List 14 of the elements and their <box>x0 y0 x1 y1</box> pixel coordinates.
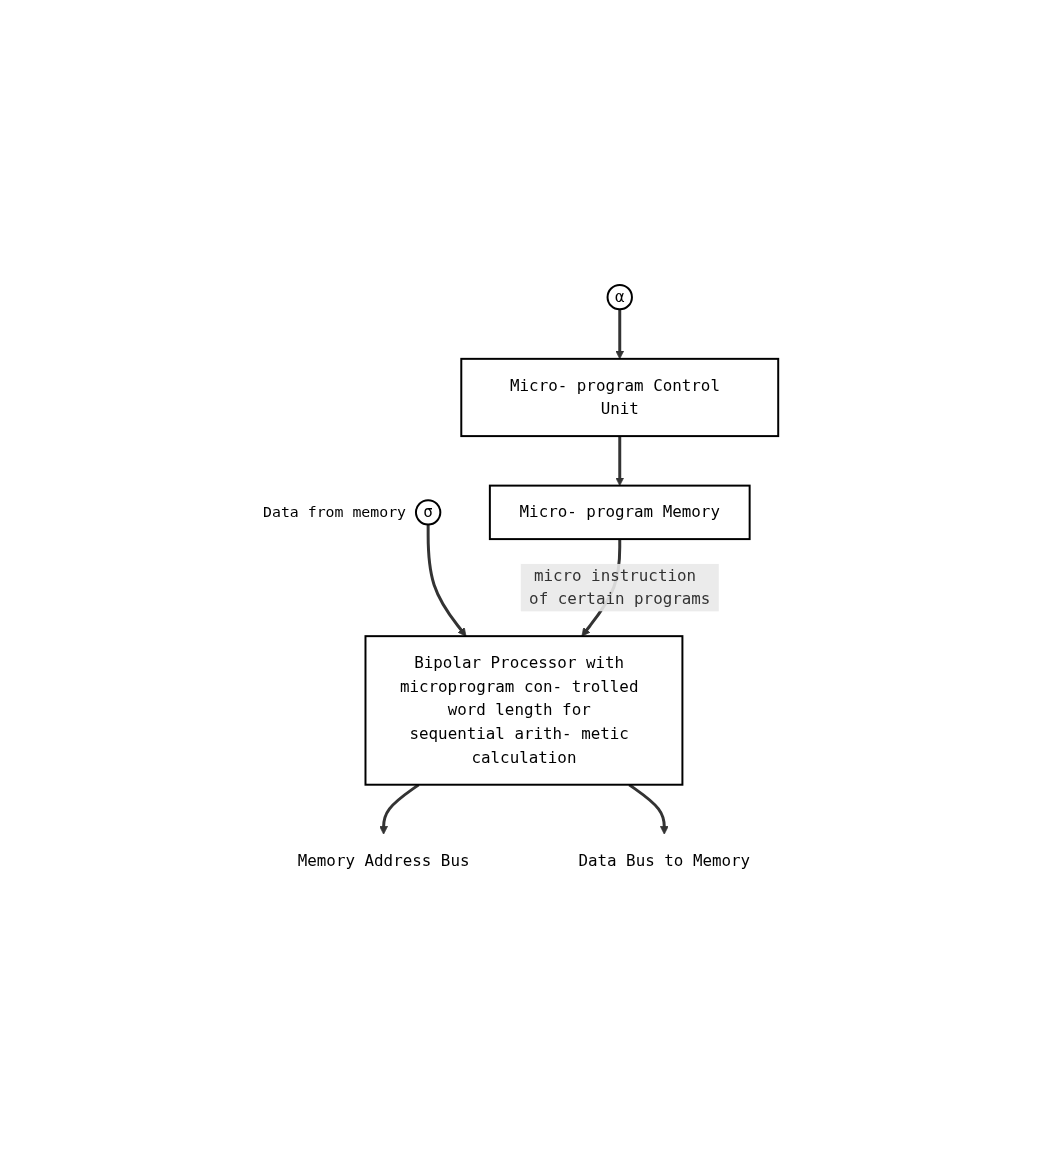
node-box: Bipolar Processor with microprogram con- trolled word length for sequential arith- metic calculation <box>364 634 684 786</box>
node-text: Data Bus to Memory <box>578 850 751 870</box>
node-circle: σ <box>415 498 442 526</box>
arrow <box>628 783 669 835</box>
node-box: Micro- program Memory <box>489 484 751 540</box>
node-box: Micro- program Control Unit <box>460 357 780 437</box>
arrow <box>426 524 467 637</box>
arrow <box>615 435 625 486</box>
node-text: Memory Address Bus <box>297 850 470 870</box>
node-circle: α <box>606 283 634 310</box>
edge-label: micro instruction of certain programs <box>529 565 711 609</box>
arrow <box>379 783 420 835</box>
node-caption: Data from memory <box>263 503 407 521</box>
arrow <box>615 309 625 359</box>
